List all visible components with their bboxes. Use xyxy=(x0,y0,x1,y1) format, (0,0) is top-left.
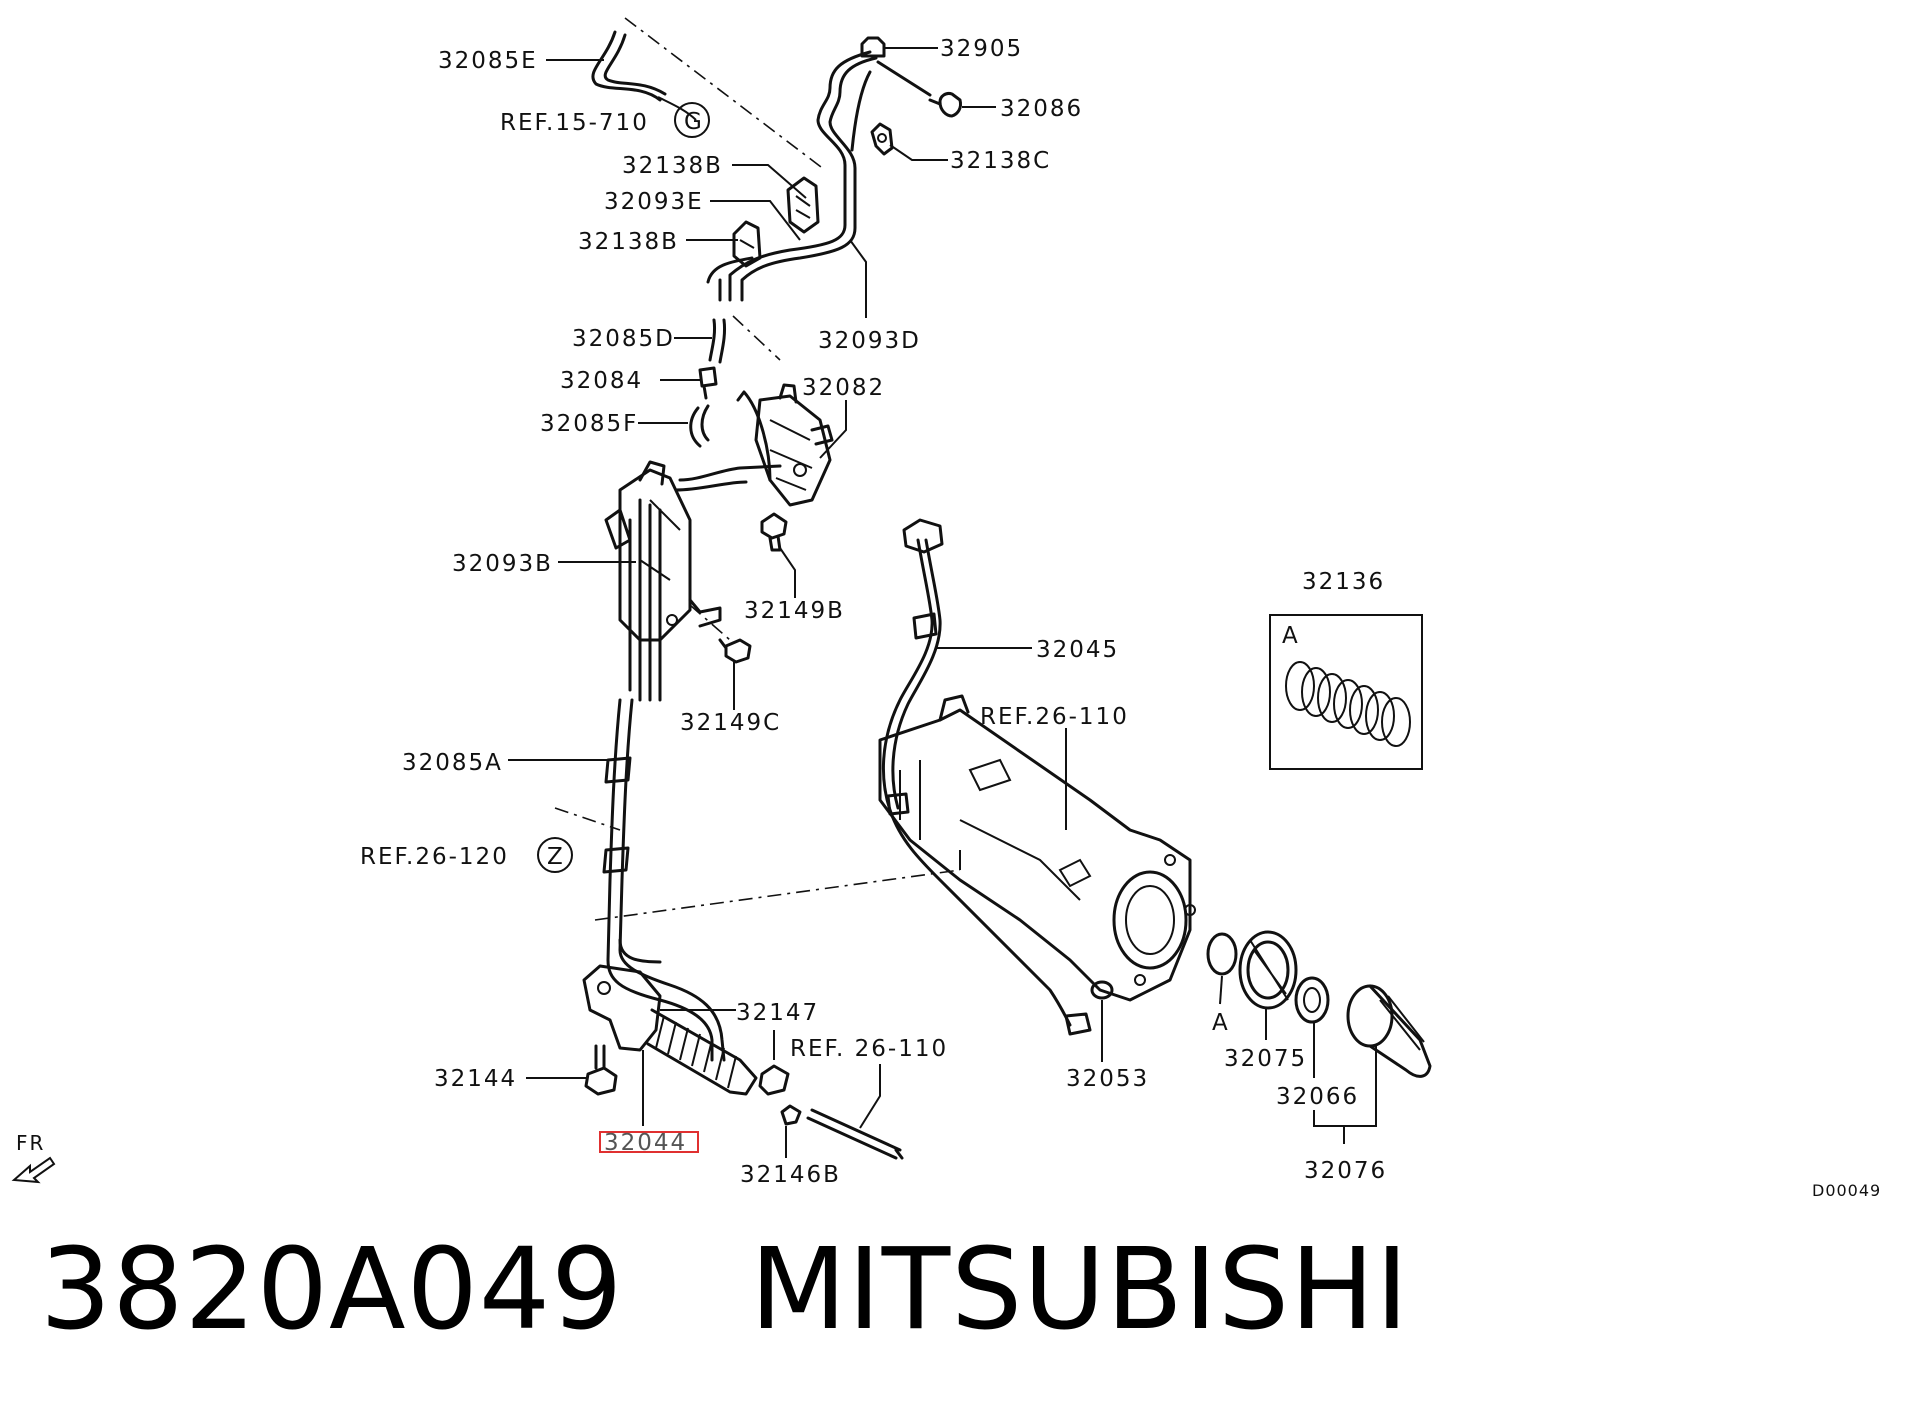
pin-32146B xyxy=(780,1104,802,1126)
label-32147: 32147 xyxy=(736,1000,819,1026)
label-ring-a: A xyxy=(1212,1010,1230,1036)
clip-32138C xyxy=(870,122,894,156)
shaft-32076 xyxy=(1346,984,1432,1078)
circle-callout-g xyxy=(674,102,710,138)
label-32085D: 32085D xyxy=(572,326,675,352)
circle-label-z: Z xyxy=(547,844,565,870)
kit-box-32136 xyxy=(1269,614,1423,770)
label-ref-15-710: REF.15-710 xyxy=(500,110,649,136)
ref-line-15710 xyxy=(624,17,826,171)
front-arrow-icon xyxy=(11,1156,56,1184)
label-32138C: 32138C xyxy=(950,148,1051,174)
clip-32138B-upper xyxy=(786,176,820,234)
part-number: 3820A049 xyxy=(40,1225,624,1355)
front-label: FR xyxy=(16,1131,45,1155)
label-32076: 32076 xyxy=(1304,1158,1387,1184)
label-32149B: 32149B xyxy=(744,598,845,624)
label-ref-26-110-top: REF.26-110 xyxy=(980,704,1129,730)
hose-32085F xyxy=(689,404,710,448)
label-32093D: 32093D xyxy=(818,328,921,354)
label-32045: 32045 xyxy=(1036,637,1119,663)
bushing-32147 xyxy=(758,1064,790,1096)
label-ref-26-120: REF.26-120 xyxy=(360,844,509,870)
label-ref-26-110-bottom: REF. 26-110 xyxy=(790,1036,948,1062)
label-32138B-1: 32138B xyxy=(622,153,723,179)
oring-32053 xyxy=(1090,980,1114,1000)
pipes-32085A xyxy=(602,698,726,1062)
label-32146B: 32146B xyxy=(740,1162,841,1188)
label-32136: 32136 xyxy=(1302,569,1385,595)
fitting-32084 xyxy=(698,366,718,400)
label-kit-a: A xyxy=(1282,623,1300,649)
label-32082: 32082 xyxy=(802,375,885,401)
label-32149C: 32149C xyxy=(680,710,781,736)
cap-32905 xyxy=(860,36,886,58)
clip-32138B-lower xyxy=(732,220,762,268)
label-32044: 32044 xyxy=(604,1130,687,1156)
hose-32085D xyxy=(708,318,726,364)
ref-line-26120 xyxy=(554,807,621,831)
bolt-32149B xyxy=(760,512,788,552)
hose-32085E xyxy=(591,30,667,102)
dash-32149C xyxy=(689,604,731,641)
bolt-32149C xyxy=(718,638,752,664)
dash-32082 xyxy=(732,315,781,361)
label-32085A: 32085A xyxy=(402,750,503,776)
leader-lines xyxy=(508,47,1377,1158)
label-32085F: 32085F xyxy=(540,411,638,437)
bolt-32144 xyxy=(584,1044,618,1096)
label-32066: 32066 xyxy=(1276,1084,1359,1110)
label-32053: 32053 xyxy=(1066,1066,1149,1092)
caption: 3820A049 MITSUBISHI xyxy=(40,1225,1409,1355)
diagram-code: D00049 xyxy=(1812,1181,1881,1200)
boot-32044 xyxy=(582,964,758,1096)
label-32905: 32905 xyxy=(940,36,1023,62)
label-32138B-2: 32138B xyxy=(578,229,679,255)
circle-callout-z xyxy=(537,837,573,873)
housing-ref-26110 xyxy=(878,694,1196,1002)
circle-label-g: G xyxy=(684,109,704,135)
cap-32086 xyxy=(928,92,962,118)
label-32075: 32075 xyxy=(1224,1046,1307,1072)
label-32144: 32144 xyxy=(434,1066,517,1092)
label-32086: 32086 xyxy=(1000,96,1083,122)
bracket-32093B xyxy=(604,460,782,702)
label-32084: 32084 xyxy=(560,368,643,394)
bearing-32075 xyxy=(1238,930,1298,1010)
bearing-32066 xyxy=(1294,976,1330,1024)
dash-housing-boot xyxy=(594,869,961,921)
manufacturer-name: MITSUBISHI xyxy=(750,1225,1410,1355)
snap-ring-A xyxy=(1206,932,1238,976)
valve-32082 xyxy=(736,383,834,507)
rod-ref-26110 xyxy=(806,1108,904,1160)
pipes-32093D xyxy=(706,50,932,302)
label-32093B: 32093B xyxy=(452,551,553,577)
label-32085E: 32085E xyxy=(438,48,538,74)
label-32093E: 32093E xyxy=(604,189,704,215)
highlight-box-32044 xyxy=(599,1131,699,1153)
